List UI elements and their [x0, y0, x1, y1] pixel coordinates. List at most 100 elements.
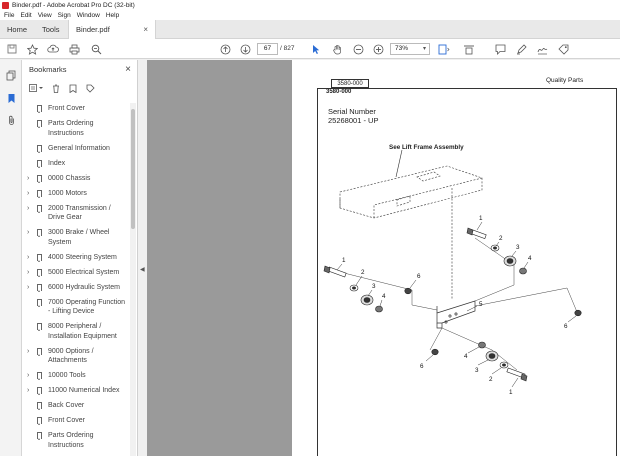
close-tab-icon[interactable]: × — [143, 25, 148, 34]
bookmark-item[interactable]: General Information — [22, 144, 130, 154]
bookmark-item[interactable]: ›0000 Chassis — [22, 174, 130, 184]
bookmark-star-icon[interactable] — [25, 42, 39, 56]
chevron-right-icon[interactable]: › — [27, 387, 30, 394]
bookmark-item[interactable]: ›4000 Steering System — [22, 253, 130, 263]
scrollbar-thumb[interactable] — [131, 109, 135, 229]
pdf-page: 3580-000 3580-000 Quality Parts Serial N… — [292, 60, 620, 456]
options-menu-icon[interactable] — [29, 84, 43, 92]
bookmark-item[interactable]: Front Cover — [22, 416, 130, 426]
bookmark-icon — [37, 268, 42, 277]
scroll-mode-icon[interactable] — [462, 42, 476, 56]
previous-page-icon[interactable] — [218, 42, 232, 56]
save-icon[interactable] — [5, 42, 19, 56]
bookmark-label: Index — [48, 159, 66, 167]
bookmark-label: Back Cover — [48, 402, 85, 409]
chevron-right-icon[interactable]: › — [27, 268, 30, 276]
tab-home[interactable]: Home — [7, 25, 28, 34]
bookmark-label: 11000 Numerical Index — [48, 387, 120, 394]
page-thumbnails-icon[interactable] — [4, 68, 18, 82]
attachments-paperclip-icon[interactable] — [4, 113, 18, 127]
chevron-right-icon[interactable]: › — [27, 174, 30, 182]
callout-2: 2 — [499, 235, 503, 242]
bookmark-item[interactable]: › 6000 Hydraulic System — [22, 283, 130, 293]
bookmark-icon — [37, 120, 42, 128]
quality-parts-label: Quality Parts — [546, 77, 584, 84]
upload-cloud-icon[interactable] — [46, 42, 60, 56]
lower-fastener-stack — [431, 309, 582, 382]
bookmark-icon — [37, 189, 42, 198]
chevron-right-icon[interactable]: › — [27, 189, 30, 197]
bookmark-item[interactable]: Index — [22, 159, 130, 169]
comment-icon[interactable] — [493, 42, 507, 56]
page-number-input[interactable]: 67 — [257, 43, 278, 55]
delete-trash-icon[interactable] — [52, 84, 60, 93]
bookmark-item[interactable]: › 11000 Numerical Index — [22, 386, 130, 396]
upper-right-fastener-stack — [466, 227, 527, 275]
acrobat-icon — [2, 1, 9, 9]
serial-number-label: Serial Number — [328, 107, 376, 116]
assembly-lines — [331, 237, 578, 371]
menu-help[interactable]: Help — [105, 11, 120, 19]
bookmark-item[interactable]: Back Cover — [22, 401, 130, 411]
zoom-search-icon[interactable] — [89, 42, 103, 56]
menu-edit[interactable]: Edit — [20, 11, 32, 19]
bookmark-item[interactable]: ›2000 Transmission / Drive Gear — [22, 204, 130, 223]
print-icon[interactable] — [67, 42, 81, 56]
select-cursor-icon[interactable] — [309, 42, 323, 56]
chevron-right-icon[interactable]: › — [27, 283, 30, 291]
collapse-panel-icon[interactable]: ◀ — [140, 267, 145, 273]
chevron-right-icon[interactable]: › — [27, 347, 30, 355]
see-lift-frame-note: See Lift Frame Assembly — [389, 144, 464, 151]
chevron-right-icon[interactable]: › — [27, 253, 30, 261]
tab-document[interactable]: Binder.pdf × — [68, 20, 156, 39]
chevron-right-icon[interactable]: › — [27, 229, 30, 236]
bookmark-label: Front Cover — [48, 417, 85, 424]
bookmark-item[interactable]: 7000 Operating Function - Lifting Device — [22, 298, 130, 317]
serial-number-block: Serial Number 25268001 - UP — [328, 107, 378, 125]
bookmarks-panel-header: Bookmarks × — [22, 60, 137, 78]
menu-window[interactable]: Window — [76, 11, 100, 19]
bookmark-item[interactable]: Front Cover — [22, 104, 130, 114]
bookmark-label: 6000 Hydraulic System — [48, 283, 120, 291]
bookmark-item[interactable]: ›9000 Options / Attachments — [22, 347, 130, 366]
bookmark-item[interactable]: ›10000 Tools — [22, 371, 130, 381]
new-bookmark-icon[interactable] — [69, 84, 77, 93]
highlight-pen-icon[interactable] — [514, 42, 528, 56]
next-page-icon[interactable] — [238, 42, 252, 56]
bookmark-icon — [37, 323, 42, 331]
bookmark-label: 5000 Electrical System — [48, 268, 120, 276]
menu-view[interactable]: View — [37, 11, 52, 19]
part-group-code-box: 3580-000 — [331, 79, 369, 88]
bookmark-item[interactable]: ›3000 Brake / Wheel System — [22, 228, 130, 247]
menu-sign[interactable]: Sign — [57, 11, 71, 19]
bookmarks-panel-icon[interactable] — [4, 91, 18, 105]
zoom-level-select[interactable]: 73% — [390, 43, 430, 55]
bookmark-item[interactable]: Parts Ordering Instructions — [22, 119, 130, 138]
sign-icon[interactable] — [535, 42, 549, 56]
bookmark-item[interactable]: Parts Ordering Instructions — [22, 431, 130, 450]
chevron-right-icon[interactable]: › — [27, 372, 30, 379]
bookmarks-scrollbar[interactable] — [130, 103, 136, 456]
chevron-right-icon[interactable]: › — [27, 204, 30, 212]
tab-tools[interactable]: Tools — [42, 25, 60, 34]
see-note-leader — [395, 149, 403, 178]
bookmark-icon — [37, 174, 42, 183]
menu-file[interactable]: File — [4, 11, 15, 19]
share-tag-icon[interactable] — [556, 42, 570, 56]
bookmark-tag-icon[interactable] — [86, 84, 95, 93]
bookmark-item[interactable]: ›1000 Motors — [22, 189, 130, 199]
callout-3: 3 — [475, 367, 479, 374]
zoom-in-icon[interactable] — [371, 42, 385, 56]
fit-page-icon[interactable] — [437, 42, 451, 56]
bookmark-icon — [37, 283, 42, 292]
bookmark-item[interactable]: 8000 Peripheral / Installation Equipment — [22, 322, 130, 341]
bookmark-item[interactable]: › 5000 Electrical System — [22, 268, 130, 278]
close-icon[interactable]: × — [125, 63, 131, 75]
bookmark-icon — [37, 387, 42, 395]
bookmarks-toolbar — [22, 78, 137, 98]
callout-6: 6 — [420, 363, 424, 370]
callout-numbers: 1 2 3 4 1 2 3 4 5 6 6 6 4 3 2 1 — [342, 215, 568, 396]
lift-frame-outline — [339, 165, 483, 300]
zoom-out-icon[interactable] — [351, 42, 365, 56]
hand-tool-icon[interactable] — [330, 42, 344, 56]
